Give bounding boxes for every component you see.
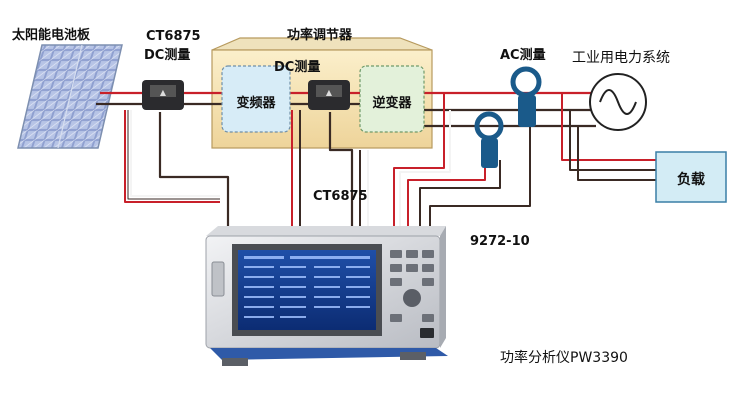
dc-current-sensor-2: ▲	[308, 80, 350, 110]
ct6875-bottom-label: CT6875	[313, 189, 368, 204]
inverter-box	[359, 65, 425, 133]
ac-measure-label: AC测量	[500, 48, 546, 63]
power-conditioner-label: 功率调节器	[287, 28, 353, 43]
ac-clamp-probe-2	[474, 111, 504, 168]
power-analyzer	[205, 226, 448, 366]
svg-text:▲: ▲	[326, 88, 333, 97]
load-box	[655, 151, 727, 203]
probe-9272-label: 9272-10	[470, 234, 530, 249]
ct6875-dc-label-1: CT6875	[146, 29, 201, 44]
ac-source-icon	[589, 73, 647, 131]
load-label: 负载	[677, 172, 705, 188]
dc-current-sensor-1: ▲	[142, 80, 184, 110]
analyzer-label: 功率分析仪PW3390	[500, 350, 628, 366]
ct6875-dc-label-2: DC测量	[144, 48, 191, 63]
inverter-label: 逆变器	[372, 96, 412, 111]
converter-box	[221, 65, 291, 133]
solar-panel-label: 太阳能电池板	[12, 28, 91, 43]
ac-clamp-probe-1	[510, 66, 542, 127]
solar-panel	[17, 44, 123, 149]
dc-measure-inner-label: DC测量	[274, 60, 321, 75]
svg-text:▲: ▲	[160, 88, 167, 97]
grid-label: 工业用电力系统	[572, 50, 670, 66]
converter-label: 变频器	[236, 96, 276, 111]
